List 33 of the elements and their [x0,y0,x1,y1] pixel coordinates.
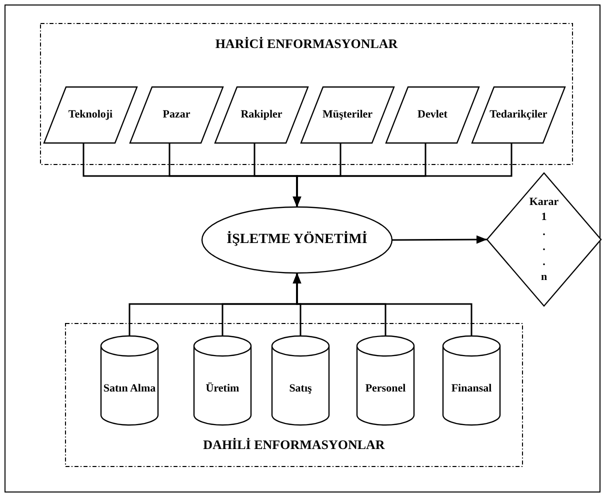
group-title: HARİCİ ENFORMASYONLAR [214,37,399,52]
node-label: Satın Alma [102,382,157,395]
node-label: Tedarikçiler [488,108,548,122]
parallelogram-box [386,87,479,143]
node-label: İŞLETME YÖNETİMİ [226,232,368,248]
database-cylinder [357,336,414,425]
node-label: Personel [364,382,407,395]
node-label: Pazar [162,108,192,122]
node-label: Devlet [416,108,448,122]
node-label: Üretim [204,382,240,395]
database-cylinder [101,336,158,425]
parallelogram-box [472,87,565,143]
node-label: Finansal [450,382,493,395]
ellipse-node [202,207,392,273]
dashed-group-frame [40,23,573,165]
node-label: Karar 1 . . . n [528,195,560,285]
node-label: Müşteriler [321,108,374,122]
database-cylinder [272,336,329,425]
node-label: Rakipler [240,108,284,122]
parallelogram-box [130,87,223,143]
parallelogram-box [301,87,394,143]
connector-arrow [292,143,512,207]
decision-diamond [487,173,601,306]
connector-arrow [392,235,487,244]
node-label: Satış [288,382,313,395]
dashed-group-frame [65,323,523,467]
database-cylinder [194,336,251,425]
node-label: Teknoloji [67,108,114,122]
database-cylinder [443,336,500,425]
group-title: DAHİLİ ENFORMASYONLAR [202,438,386,453]
parallelogram-box [215,87,308,143]
connector-arrow [292,273,472,336]
parallelogram-box [44,87,137,143]
